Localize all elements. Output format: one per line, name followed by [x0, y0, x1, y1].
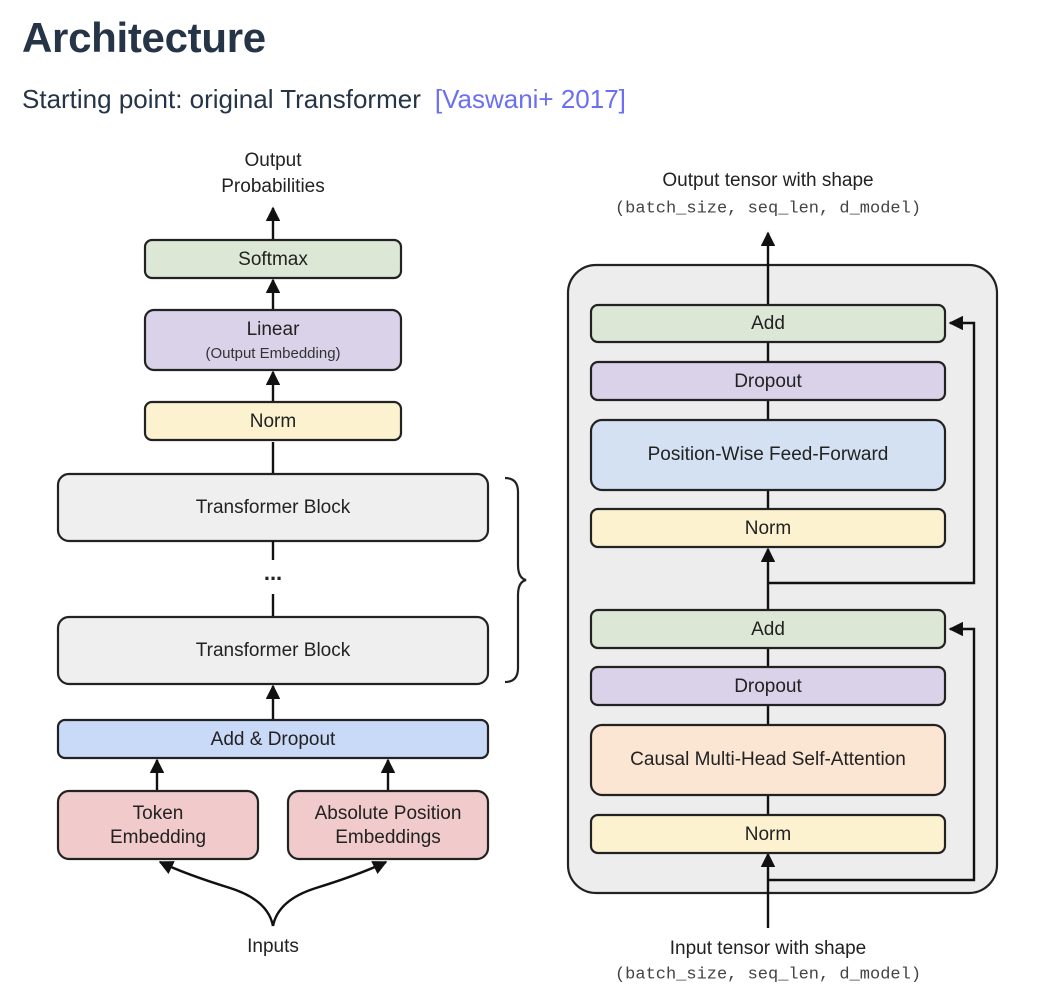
norm-top-box: Norm — [589, 507, 947, 549]
position-embedding-label-line2: Embeddings — [335, 827, 441, 848]
norm-bottom-box: Norm — [589, 813, 947, 855]
dropout-bottom-box: Dropout — [589, 665, 947, 707]
repeat-brace — [504, 476, 527, 684]
attention-label: Causal Multi-Head Self-Attention — [630, 749, 906, 770]
inputs-label: Inputs — [247, 936, 299, 957]
final-norm-label: Norm — [250, 411, 296, 432]
position-embedding-box: Absolute Position Embeddings — [286, 789, 490, 861]
arrow-inputs-to-position — [271, 860, 388, 927]
left-diagram: Output Probabilities Softmax Linear (Out… — [56, 150, 527, 957]
page-title: Architecture — [22, 14, 266, 61]
linear-label: Linear — [247, 319, 300, 340]
residual-connection-bottom — [768, 621, 976, 882]
final-norm-box: Norm — [143, 400, 403, 442]
softmax-box: Softmax — [143, 238, 403, 280]
page-subtitle: Starting point: original Transformer [Vas… — [22, 84, 626, 115]
add-top-label: Add — [751, 313, 785, 334]
softmax-label: Softmax — [238, 249, 308, 270]
subtitle-text: Starting point: original Transformer — [22, 84, 421, 114]
output-probabilities-label-line2: Probabilities — [221, 176, 325, 197]
input-tensor-label: Input tensor with shape — [670, 938, 866, 959]
transformer-block-bottom-label: Transformer Block — [196, 640, 351, 661]
add-bottom-box: Add — [589, 608, 947, 650]
output-tensor-shape: (batch_size, seq_len, d_model) — [615, 199, 921, 218]
token-embedding-label-line2: Embedding — [110, 827, 206, 848]
transformer-block-bottom: Transformer Block — [56, 615, 490, 686]
norm-bottom-label: Norm — [745, 824, 791, 845]
ellipsis: ... — [264, 560, 282, 585]
transformer-block-top-label: Transformer Block — [196, 497, 351, 518]
linear-sublabel: (Output Embedding) — [205, 345, 340, 362]
add-dropout-box: Add & Dropout — [56, 718, 490, 760]
linear-box: Linear (Output Embedding) — [143, 308, 403, 372]
token-embedding-box: Token Embedding — [56, 789, 260, 861]
add-bottom-label: Add — [751, 619, 785, 640]
transformer-block-container — [566, 263, 999, 895]
right-diagram: Output tensor with shape (batch_size, se… — [566, 170, 999, 984]
feed-forward-box: Position-Wise Feed-Forward — [589, 418, 947, 492]
dropout-top-label: Dropout — [734, 371, 802, 392]
citation-link[interactable]: [Vaswani+ 2017] — [434, 84, 626, 114]
norm-top-label: Norm — [745, 518, 791, 539]
add-top-box: Add — [589, 303, 947, 344]
residual-connection-top — [768, 315, 976, 585]
dropout-bottom-label: Dropout — [734, 676, 802, 697]
feed-forward-label: Position-Wise Feed-Forward — [648, 444, 889, 465]
add-dropout-label: Add & Dropout — [211, 729, 336, 750]
output-probabilities-label-line1: Output — [244, 150, 302, 171]
input-tensor-shape: (batch_size, seq_len, d_model) — [615, 965, 921, 984]
transformer-block-top: Transformer Block — [56, 472, 490, 543]
attention-box: Causal Multi-Head Self-Attention — [589, 723, 947, 797]
output-tensor-label: Output tensor with shape — [662, 170, 873, 191]
arrow-inputs-to-token — [158, 860, 275, 927]
dropout-top-box: Dropout — [589, 360, 947, 402]
position-embedding-label-line1: Absolute Position — [315, 803, 462, 824]
token-embedding-label-line1: Token — [133, 803, 184, 824]
